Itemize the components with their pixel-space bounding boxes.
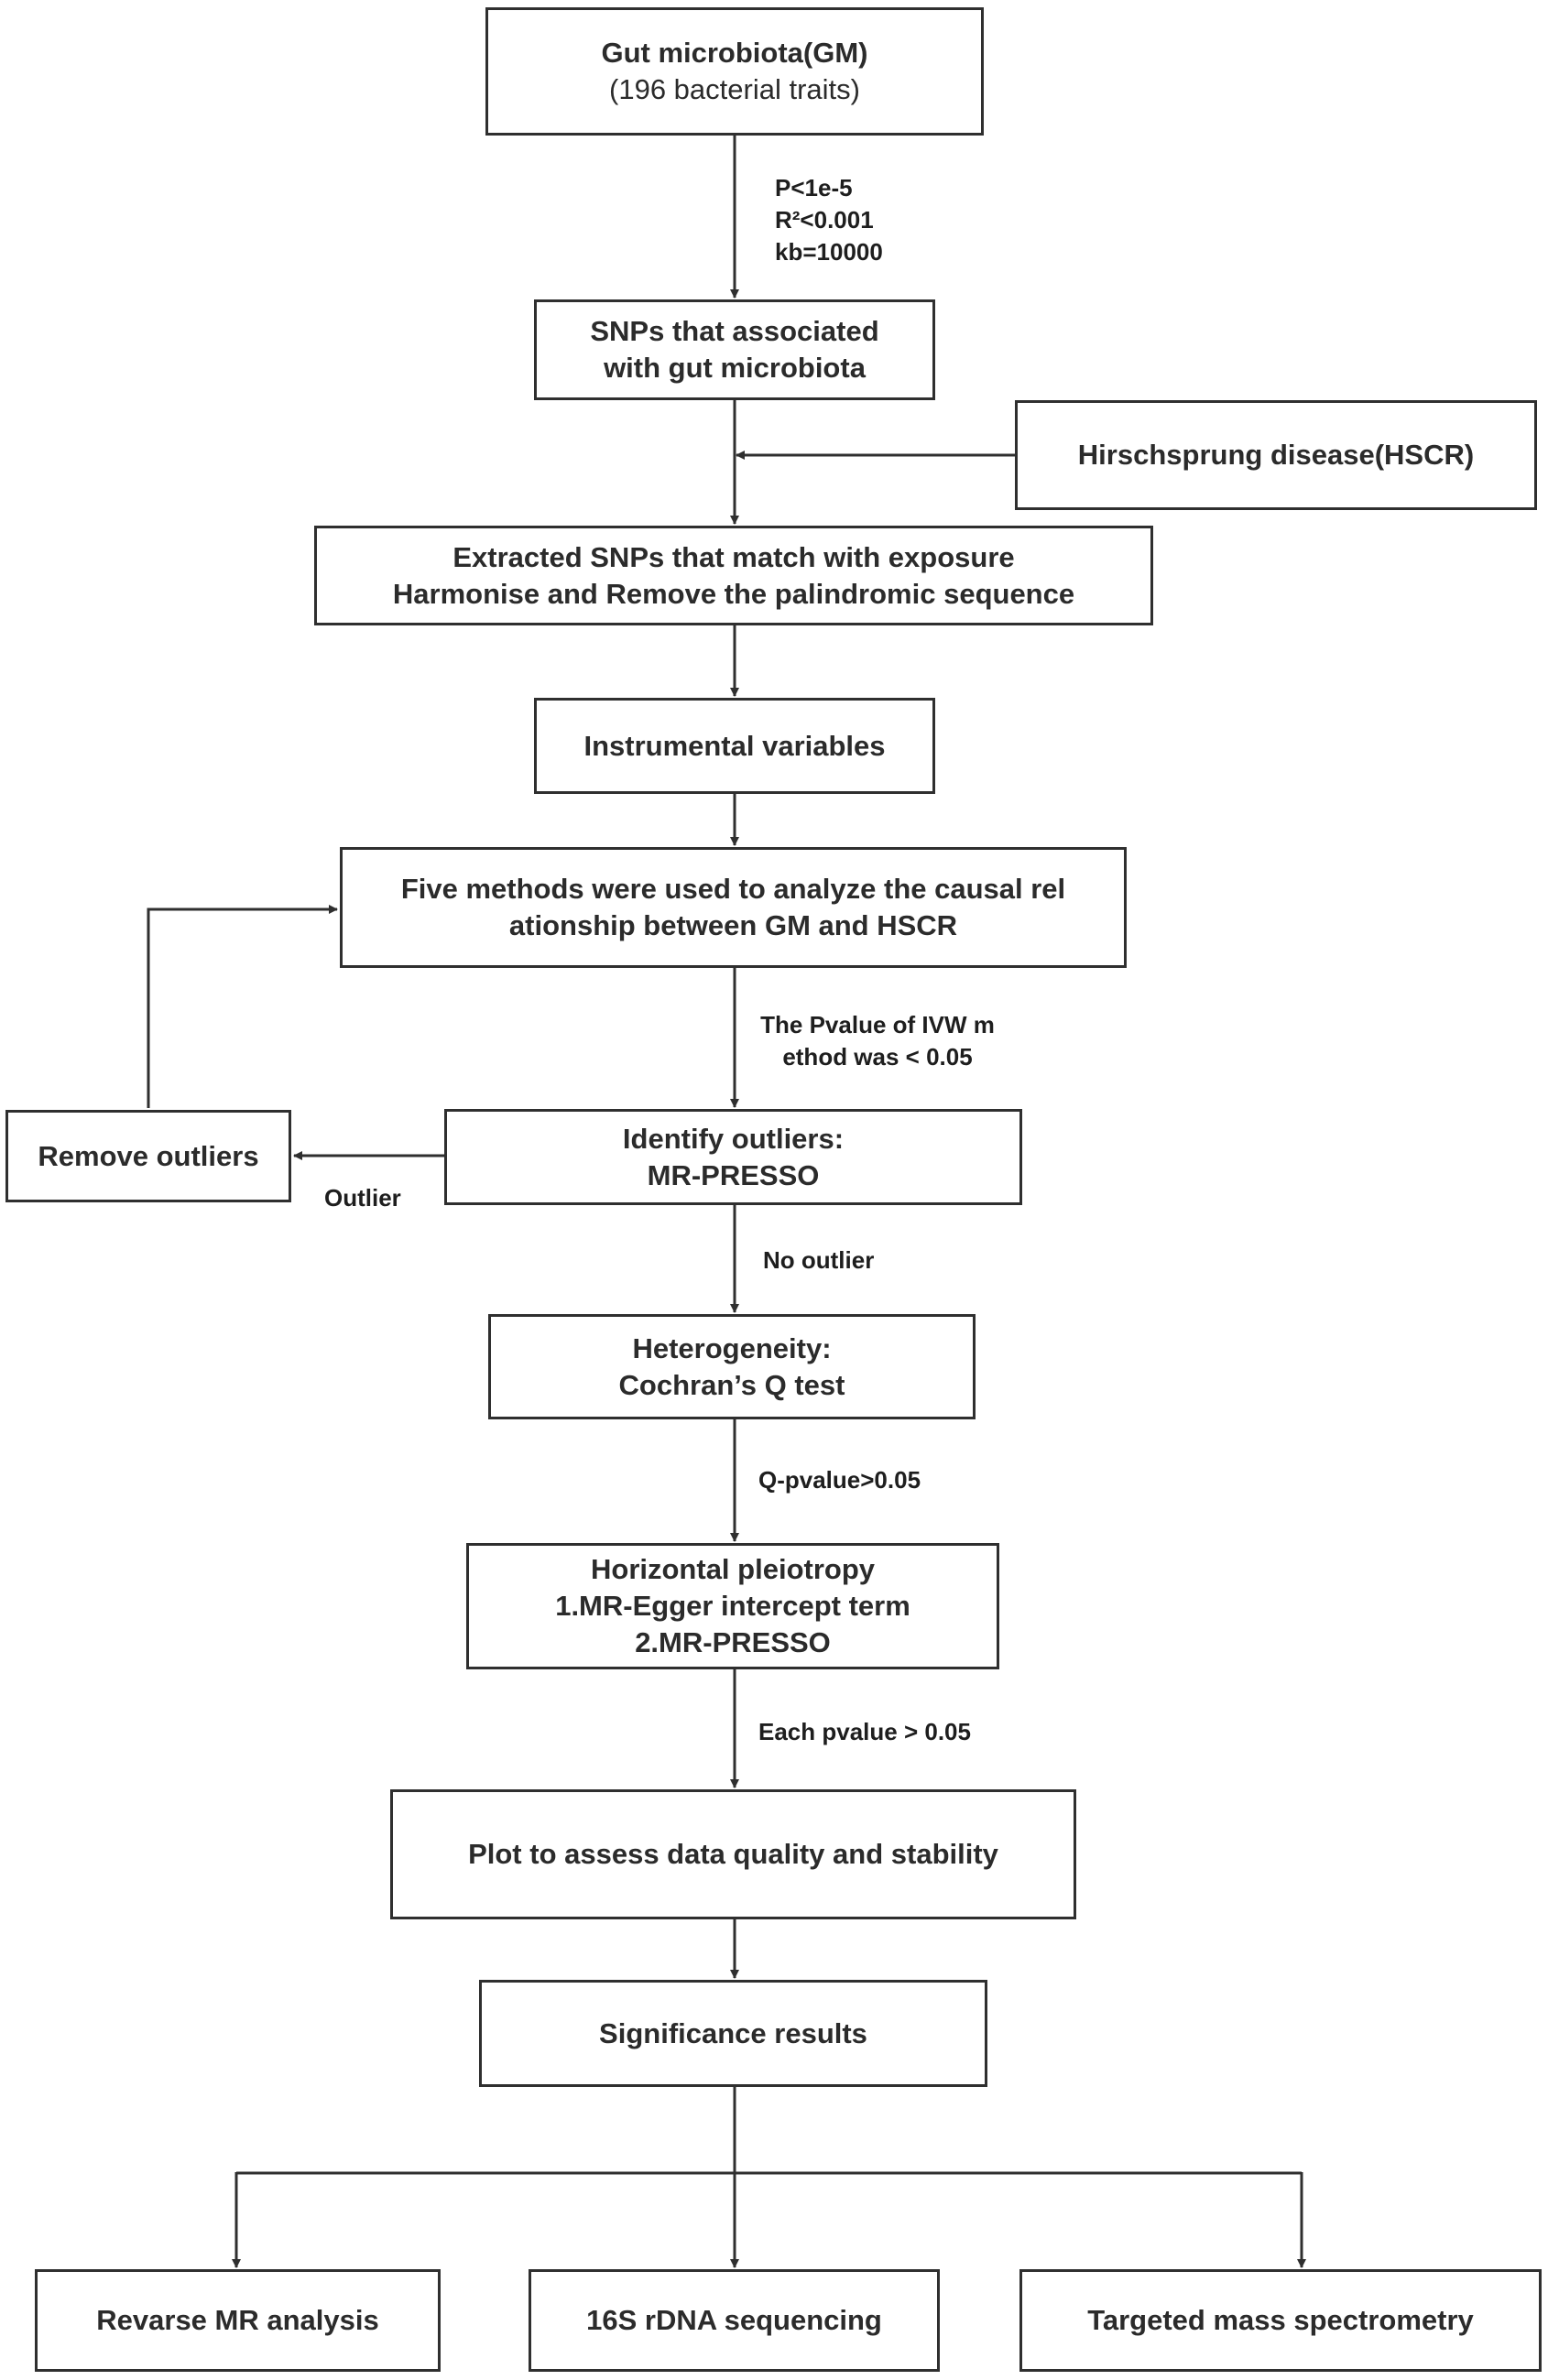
extracted-line1: Extracted SNPs that match with exposure bbox=[452, 540, 1015, 573]
threshold-r2: R²<0.001 bbox=[775, 206, 874, 234]
gut-microbiota-title: Gut microbiota(GM) bbox=[601, 37, 868, 69]
pleiotropy-line2: 1.MR-Egger intercept term bbox=[555, 1590, 910, 1622]
extracted-line2: Harmonise and Remove the palindromic seq… bbox=[392, 577, 1075, 610]
instrumental-variables-box: Instrumental variables bbox=[534, 698, 935, 794]
mass-spec-label: Targeted mass spectrometry bbox=[1087, 2304, 1474, 2336]
pleiotropy-box: Horizontal pleiotropy 1.MR-Egger interce… bbox=[466, 1543, 999, 1669]
each-pvalue-label: Each pvalue > 0.05 bbox=[758, 1718, 971, 1745]
rdna-sequencing-box: 16S rDNA sequencing bbox=[529, 2269, 940, 2372]
q-pvalue-label: Q-pvalue>0.05 bbox=[758, 1466, 921, 1494]
no-outlier-label: No outlier bbox=[763, 1246, 875, 1274]
ivw-line2: ethod was < 0.05 bbox=[782, 1043, 973, 1070]
gut-microbiota-subtitle: (196 bacterial traits) bbox=[609, 73, 860, 105]
outlier-label: Outlier bbox=[324, 1184, 401, 1212]
reverse-mr-box: Revarse MR analysis bbox=[35, 2269, 441, 2372]
identify-line2: MR-PRESSO bbox=[647, 1158, 820, 1191]
heterogeneity-line2: Cochran’s Q test bbox=[618, 1368, 845, 1401]
instrumental-label: Instrumental variables bbox=[583, 729, 886, 762]
threshold-label: P<1e-5 R²<0.001 kb=10000 bbox=[775, 172, 883, 268]
ivw-label: The Pvalue of IVW m ethod was < 0.05 bbox=[740, 1009, 1015, 1073]
five-methods-line2: ationship between GM and HSCR bbox=[508, 909, 958, 941]
hscr-label: Hirschsprung disease(HSCR) bbox=[1077, 439, 1475, 471]
mass-spectrometry-box: Targeted mass spectrometry bbox=[1019, 2269, 1542, 2372]
rdna-label: 16S rDNA sequencing bbox=[586, 2304, 882, 2336]
threshold-p: P<1e-5 bbox=[775, 174, 853, 201]
plot-quality-box: Plot to assess data quality and stabilit… bbox=[390, 1789, 1076, 1919]
hscr-box: Hirschsprung disease(HSCR) bbox=[1015, 400, 1537, 510]
significance-results-box: Significance results bbox=[479, 1980, 987, 2087]
identify-outliers-box: Identify outliers: MR-PRESSO bbox=[444, 1109, 1022, 1205]
identify-line1: Identify outliers: bbox=[622, 1122, 845, 1155]
heterogeneity-line1: Heterogeneity: bbox=[632, 1331, 832, 1364]
gut-microbiota-box: Gut microbiota(GM) (196 bacterial traits… bbox=[485, 7, 984, 136]
threshold-kb: kb=10000 bbox=[775, 238, 883, 266]
ivw-line1: The Pvalue of IVW m bbox=[760, 1011, 995, 1038]
significance-label: Significance results bbox=[599, 2016, 867, 2049]
plot-quality-label: Plot to assess data quality and stabilit… bbox=[468, 1838, 998, 1870]
snps-line2: with gut microbiota bbox=[604, 352, 866, 384]
heterogeneity-box: Heterogeneity: Cochran’s Q test bbox=[488, 1314, 976, 1419]
pleiotropy-line3: 2.MR-PRESSO bbox=[635, 1626, 831, 1658]
five-methods-box: Five methods were used to analyze the ca… bbox=[340, 847, 1127, 968]
five-methods-line1: Five methods were used to analyze the ca… bbox=[400, 873, 1066, 905]
arrow-remove-back-to-five-methods bbox=[147, 905, 338, 1108]
remove-outliers-box: Remove outliers bbox=[5, 1110, 291, 1202]
snps-box: SNPs that associated with gut microbiota bbox=[534, 299, 935, 400]
snps-line1: SNPs that associated bbox=[590, 315, 879, 347]
remove-outliers-label: Remove outliers bbox=[38, 1139, 259, 1172]
reverse-mr-label: Revarse MR analysis bbox=[96, 2304, 379, 2336]
pleiotropy-line1: Horizontal pleiotropy bbox=[591, 1553, 875, 1585]
extracted-snps-box: Extracted SNPs that match with exposure … bbox=[314, 526, 1153, 625]
